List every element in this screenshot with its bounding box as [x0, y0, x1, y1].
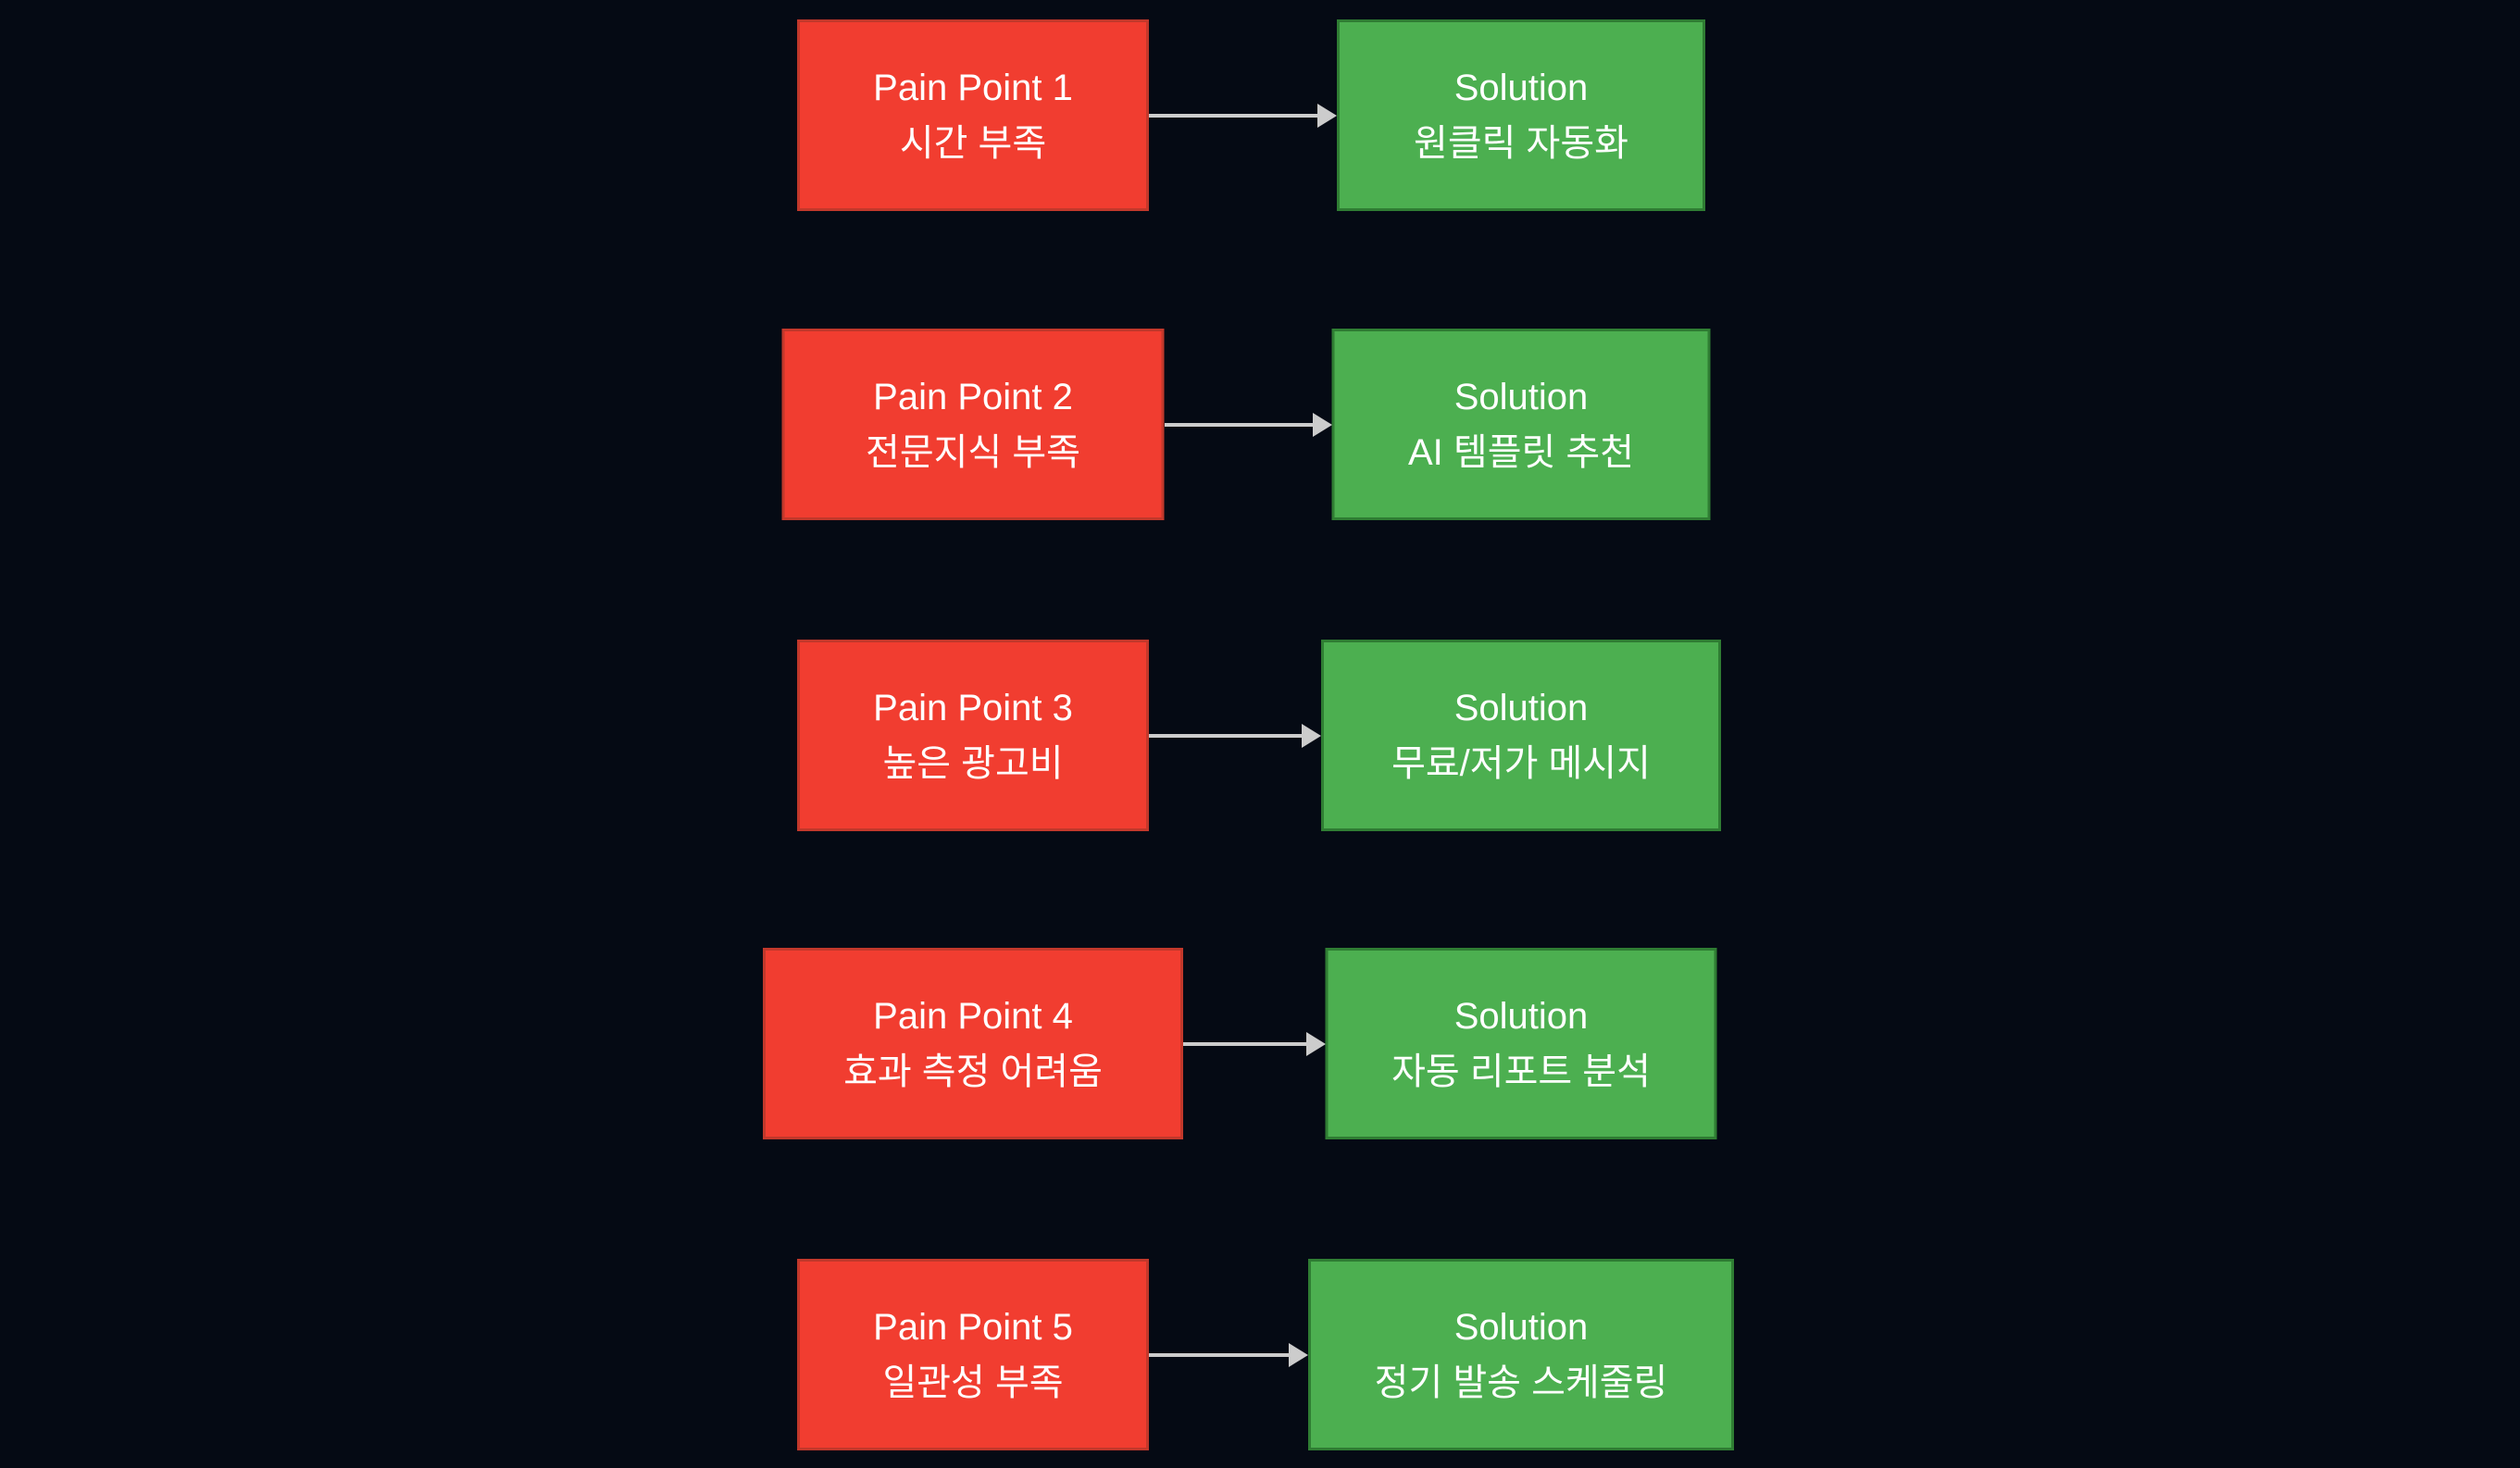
solution-title: Solution [1453, 67, 1589, 108]
mapping-row-4: Pain Point 4 효과 측정 어려움 Solution 자동 리포트 분… [0, 948, 2520, 1139]
pain-point-title: Pain Point 3 [873, 687, 1073, 728]
arrow-head-icon [1289, 1342, 1308, 1367]
solution-title: Solution [1453, 1306, 1589, 1348]
arrow-head-icon [1305, 1031, 1326, 1056]
arrow-line [1183, 1041, 1306, 1046]
mapping-row-2: Pain Point 2 전문지식 부족 Solution AI 템플릿 추천 [0, 329, 2520, 520]
pain-point-subtitle: 시간 부족 [899, 122, 1047, 164]
pain-point-title: Pain Point 1 [873, 67, 1073, 108]
pain-point-title: Pain Point 5 [873, 1306, 1073, 1348]
arrow-line [1164, 422, 1313, 427]
mapping-row-5: Pain Point 5 일관성 부족 Solution 정기 발송 스케줄링 [0, 1259, 2520, 1450]
solution-title: Solution [1453, 995, 1589, 1037]
arrow-connector [1149, 723, 1321, 748]
pain-point-box-3: Pain Point 3 높은 광고비 [797, 640, 1149, 831]
solution-subtitle: 정기 발송 스케줄링 [1374, 1362, 1668, 1403]
mapping-row-3: Pain Point 3 높은 광고비 Solution 무료/저가 메시지 [0, 640, 2520, 831]
pain-point-subtitle: 전문지식 부족 [866, 431, 1080, 473]
arrow-line [1149, 1352, 1289, 1357]
solution-subtitle: 원클릭 자동화 [1414, 122, 1628, 164]
arrow-connector [1164, 412, 1332, 437]
pain-point-box-5: Pain Point 5 일관성 부족 [797, 1259, 1149, 1450]
solution-title: Solution [1453, 376, 1589, 417]
pain-point-box-1: Pain Point 1 시간 부족 [797, 19, 1149, 211]
solution-title: Solution [1453, 687, 1589, 728]
pain-point-subtitle: 효과 측정 어려움 [843, 1051, 1103, 1092]
solution-box-4: Solution 자동 리포트 분석 [1325, 948, 1717, 1139]
arrow-connector [1149, 1342, 1308, 1367]
mapping-row-1: Pain Point 1 시간 부족 Solution 원클릭 자동화 [0, 19, 2520, 211]
pain-point-box-4: Pain Point 4 효과 측정 어려움 [763, 948, 1183, 1139]
solution-box-1: Solution 원클릭 자동화 [1337, 19, 1705, 211]
arrow-line [1149, 733, 1302, 738]
solution-box-3: Solution 무료/저가 메시지 [1321, 640, 1721, 831]
arrow-line [1149, 113, 1317, 118]
solution-subtitle: 자동 리포트 분석 [1391, 1051, 1651, 1092]
pain-point-subtitle: 일관성 부족 [882, 1362, 1064, 1403]
pain-point-box-2: Pain Point 2 전문지식 부족 [781, 329, 1165, 520]
pain-point-title: Pain Point 4 [873, 995, 1073, 1037]
pain-point-subtitle: 높은 광고비 [882, 742, 1064, 784]
arrow-connector [1183, 1031, 1326, 1056]
arrow-head-icon [1302, 723, 1321, 748]
solution-box-5: Solution 정기 발송 스케줄링 [1308, 1259, 1734, 1450]
solution-subtitle: AI 템플릿 추천 [1407, 431, 1635, 473]
arrow-connector [1149, 103, 1337, 128]
arrow-head-icon [1317, 103, 1337, 128]
solution-box-2: Solution AI 템플릿 추천 [1331, 329, 1711, 520]
pain-point-title: Pain Point 2 [873, 376, 1073, 417]
arrow-head-icon [1312, 412, 1332, 437]
solution-subtitle: 무료/저가 메시지 [1391, 742, 1651, 784]
